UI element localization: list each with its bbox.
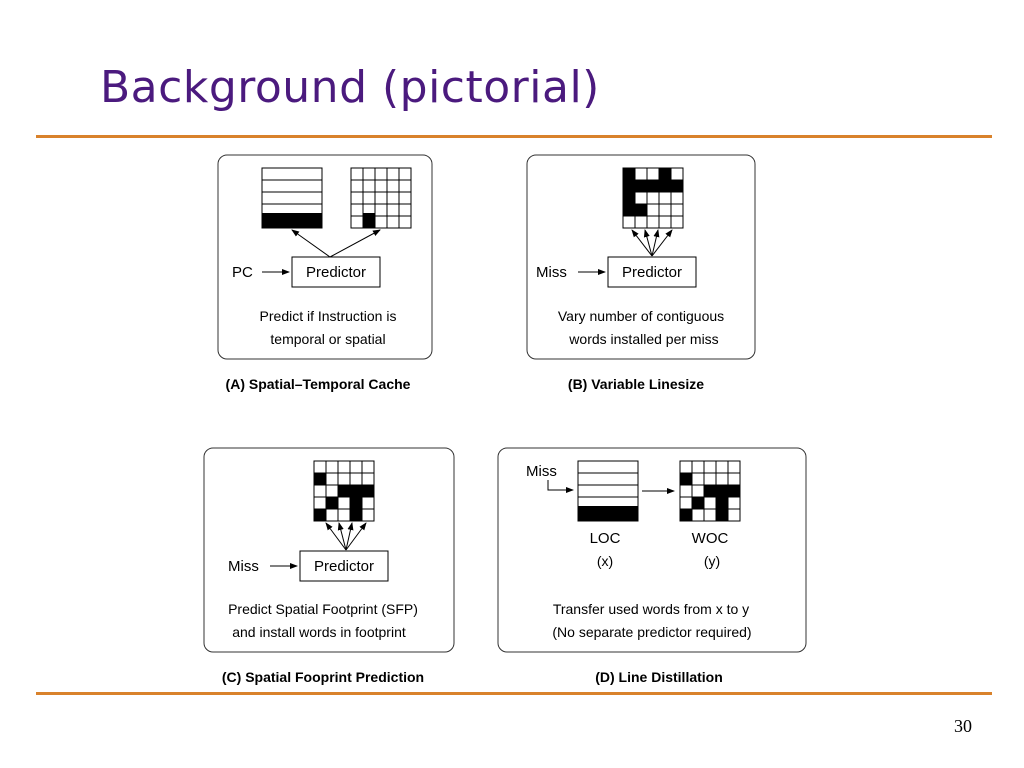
predictor-box-a [291,256,381,288]
loc-sublabel: (x) [597,553,613,569]
panel-c-caption: (C) Spatial Fooprint Prediction [222,669,424,685]
loc-label: LOC [590,530,621,547]
panel-b-caption: (B) Variable Linesize [568,376,704,392]
panel-a: PC Predictor Predict if Instruction is t… [217,154,433,360]
panel-b-desc-line1: Vary number of contiguous [558,308,724,324]
predictor-label-c: Predictor [314,558,374,575]
miss-arrow-d [547,480,574,493]
panel-d: Miss LOC (x) WOC [497,447,807,653]
predictor-label-a: Predictor [306,264,366,281]
panel-a-caption: (A) Spatial–Temporal Cache [226,376,411,392]
spatial-cache-icon [350,167,412,229]
panel-d-caption: (D) Line Distillation [595,669,723,685]
predictor-box-c [299,550,389,582]
page-number: 30 [954,716,972,736]
panel-c-desc-line2: and install words in footprint [232,624,406,640]
predictor-box-b [607,256,697,288]
panel-a-desc-line1: Predict if Instruction is [260,308,397,324]
panel-c-desc-line1: Predict Spatial Footprint (SFP) [228,601,418,617]
panel-d-desc-line1: Transfer used words from x to y [553,601,749,617]
panel-b-desc-line2: words installed per miss [568,331,718,347]
pc-label: PC [232,264,253,281]
panel-c: Miss Predictor Predict Spatial Footprint… [203,447,455,653]
miss-label-b: Miss [536,264,567,281]
footer-divider [36,692,992,695]
woc-sublabel: (y) [704,553,720,569]
arrow-to-spatial [329,229,381,258]
miss-label-c: Miss [228,558,259,575]
panel-c-frame [203,447,455,653]
panel-d-desc-line2: (No separate predictor required) [552,624,751,640]
woc-label: WOC [692,530,729,547]
temporal-cache-icon [261,167,323,229]
title-divider [36,135,992,138]
predictor-label-b: Predictor [622,264,682,281]
variable-line-cache-icon [622,167,684,229]
woc-cache-icon [679,460,741,522]
miss-label-d: Miss [526,463,557,480]
panel-b: Miss Predictor Vary number of contiguous… [526,154,756,360]
loc-cache-icon [577,460,639,522]
slide-title: Background (pictorial) [100,62,600,113]
arrow-to-temporal [291,229,331,258]
footprint-cache-icon [313,460,375,522]
panel-a-desc-line2: temporal or spatial [270,331,385,347]
